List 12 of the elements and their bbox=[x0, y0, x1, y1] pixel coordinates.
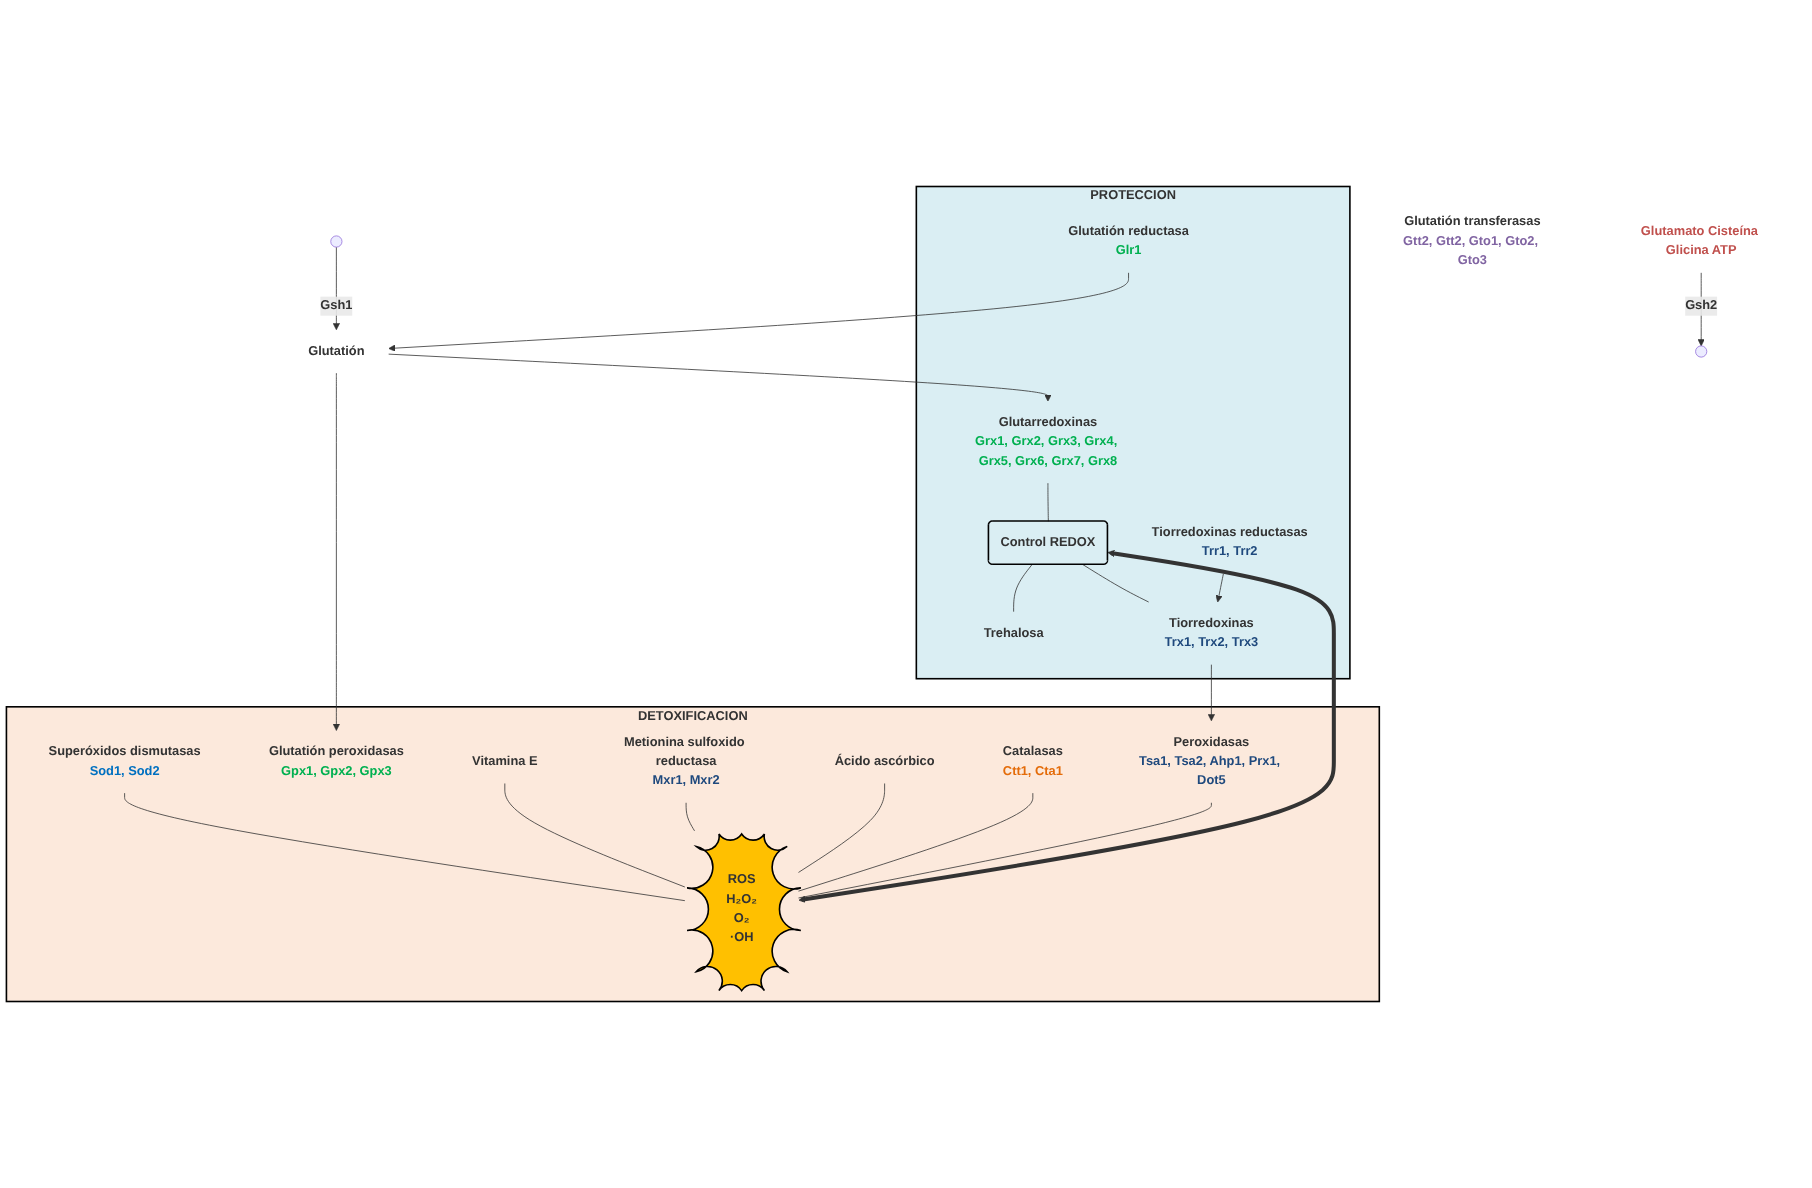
connector bbox=[1082, 564, 1150, 603]
connector bbox=[685, 802, 695, 832]
connector bbox=[798, 792, 1034, 892]
connector bbox=[798, 802, 1212, 899]
connector bbox=[1047, 482, 1049, 522]
connector bbox=[798, 783, 885, 873]
connector bbox=[504, 783, 686, 888]
cluster bbox=[5, 706, 1381, 1003]
cluster bbox=[915, 185, 1351, 680]
connector bbox=[124, 792, 686, 902]
arrow bbox=[798, 549, 1336, 903]
connector bbox=[1013, 564, 1033, 613]
